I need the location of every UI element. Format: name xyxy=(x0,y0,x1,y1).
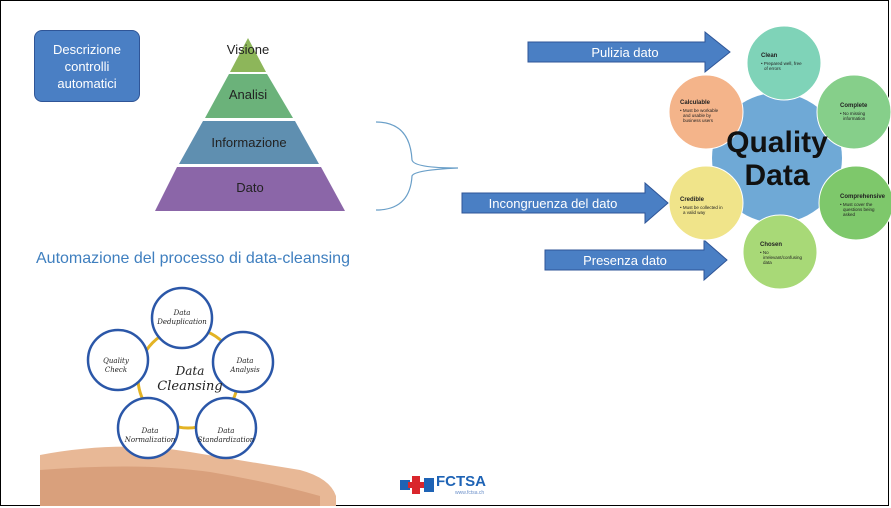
brace-icon xyxy=(375,121,459,211)
quality-center-line-1: Quality xyxy=(726,126,828,159)
node-normalization-line-1: Data xyxy=(141,427,159,435)
petal-clean-desc: of errors xyxy=(764,66,782,71)
description-line: controlli xyxy=(64,58,110,74)
node-deduplication-line-1: Data xyxy=(173,309,191,317)
petal-credible-desc: • Must be collected in xyxy=(680,205,723,210)
petal-chosen-desc: • No xyxy=(760,250,769,255)
petal-complete-title: Complete xyxy=(840,103,868,109)
petal-complete-desc: information xyxy=(843,116,866,121)
logo-url: www.fctsa.ch xyxy=(455,490,485,496)
quality-data-center xyxy=(712,93,842,223)
petal-comprehensive-title: Comprehensive xyxy=(840,194,886,200)
pyramid-label-analisi: Analisi xyxy=(228,87,268,102)
node-analysis-line-1: Data xyxy=(236,357,254,365)
petal-comprehensive-desc: questions being xyxy=(843,207,875,212)
node-standardization-line-1: Data xyxy=(217,427,235,435)
node-deduplication-line-2: Deduplication xyxy=(156,318,207,326)
petal-credible-desc: a valid way xyxy=(683,210,706,215)
petal-credible xyxy=(668,165,744,241)
hand-shadow xyxy=(40,466,320,506)
fctsa-logo-icon xyxy=(400,476,434,494)
pyramid-label-dato: Dato xyxy=(236,180,264,195)
petal-calculable-desc: business users xyxy=(683,118,714,123)
petal-credible-title: Credible xyxy=(680,197,705,203)
petal-chosen-desc: irrelevant/confusing xyxy=(763,255,803,260)
cleansing-center-line-1: Data xyxy=(175,364,205,378)
petal-clean xyxy=(746,25,822,101)
pyramid-level-dato xyxy=(155,167,345,211)
petal-complete-desc: • No missing xyxy=(840,111,866,116)
subtitle: Automazione del processo di data-cleansi… xyxy=(36,250,350,267)
quality-center-line-2: Data xyxy=(744,159,809,192)
petal-calculable-title: Calculable xyxy=(680,100,711,106)
logo-name: FCTSA xyxy=(436,473,486,490)
node-quality-check-line-2: Check xyxy=(105,366,127,374)
petal-comprehensive-desc: • Must cover the xyxy=(840,202,873,207)
arrow-pulizia xyxy=(527,30,731,74)
petal-calculable xyxy=(668,74,744,150)
petal-comprehensive-desc: asked xyxy=(843,212,856,217)
node-standardization-line-2: Standardization xyxy=(198,436,255,444)
petal-calculable-desc: • Must be workable xyxy=(680,108,719,113)
arrow-incongruenza xyxy=(461,181,669,225)
petal-chosen xyxy=(742,214,818,290)
petal-chosen-desc: data xyxy=(763,260,772,265)
cleansing-node-quality-check xyxy=(86,328,150,392)
petal-complete xyxy=(816,74,891,150)
cleansing-node-deduplication xyxy=(150,286,214,350)
description-line: automatici xyxy=(57,75,117,91)
pyramid-label-informazione: Informazione xyxy=(211,135,287,150)
cleansing-center-line-2: Cleansing xyxy=(157,379,222,394)
node-quality-check-line-1: Quality xyxy=(103,357,130,365)
pyramid-level-informazione xyxy=(179,121,319,164)
cleansing-node-normalization xyxy=(116,396,180,460)
description-line: Descrizione xyxy=(53,41,121,57)
description-box: Descrizione controlli automatici xyxy=(34,30,140,102)
cleansing-node-analysis xyxy=(211,330,275,394)
petal-clean-desc: • Prepared well, free xyxy=(761,61,802,66)
pyramid-level-analisi xyxy=(205,74,293,118)
pyramid-label-visione: Visione xyxy=(226,42,270,57)
arrow-presenza xyxy=(544,238,728,282)
cleansing-node-standardization xyxy=(194,396,258,460)
petal-comprehensive xyxy=(818,165,891,241)
node-normalization-line-2: Normalization xyxy=(124,436,176,444)
arrow-label-presenza: Presenza dato xyxy=(583,253,667,268)
pyramid-level-visione xyxy=(230,38,266,72)
node-analysis-line-2: Analysis xyxy=(229,366,260,374)
petal-chosen-title: Chosen xyxy=(760,242,782,248)
petal-clean-title: Clean xyxy=(761,53,778,59)
arrow-label-incongruenza: Incongruenza del dato xyxy=(488,196,618,211)
arrow-label-pulizia: Pulizia dato xyxy=(591,45,659,60)
petal-calculable-desc: and usable by xyxy=(683,113,712,118)
